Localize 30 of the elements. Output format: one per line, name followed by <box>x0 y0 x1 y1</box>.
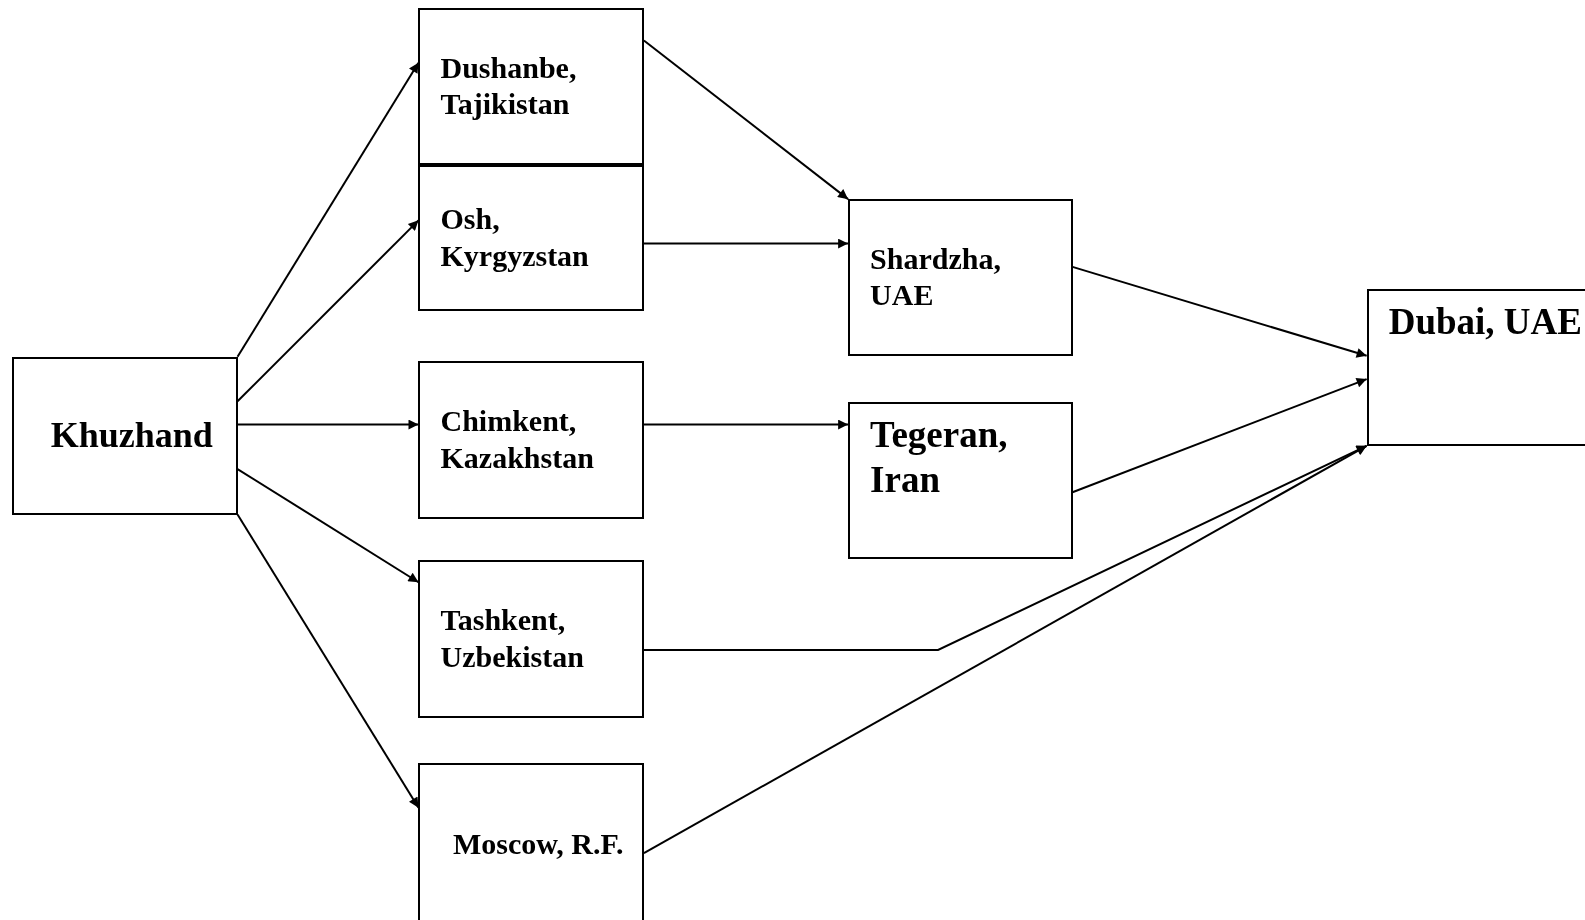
place-box <box>418 8 644 165</box>
arrow <box>642 39 850 201</box>
place-box <box>848 199 1073 356</box>
place-box <box>1366 289 1585 446</box>
arrow <box>642 419 850 430</box>
place-box <box>418 164 644 312</box>
arrow <box>642 444 1368 855</box>
place-name: Moscow, R.F. <box>452 826 624 863</box>
place-box <box>848 402 1073 559</box>
arrow <box>236 468 420 584</box>
arrow <box>642 238 850 249</box>
place-name: Tashkent, Uzbekistan <box>440 602 585 675</box>
place-name: Osh, Kyrgyzstan <box>440 201 590 275</box>
place-box <box>418 560 644 718</box>
place-box <box>418 763 644 920</box>
arrow <box>236 219 420 403</box>
place-box <box>418 360 644 519</box>
place-name: Shardzha, UAE <box>870 240 1002 314</box>
arrow <box>1071 378 1368 494</box>
arrow <box>236 419 420 430</box>
place-name: Dubai, UAE <box>1388 300 1582 345</box>
place-name: Khuzhand <box>50 413 213 457</box>
place-name: Chimkent, Kazakhstan <box>440 403 595 476</box>
arrow <box>236 513 420 809</box>
arrow <box>642 444 1368 651</box>
arrow <box>236 61 420 358</box>
place-name: Tegeran, Iran <box>870 413 1009 503</box>
place-box <box>12 356 238 515</box>
place-name: Dushanbe, Tajikistan <box>440 49 578 123</box>
arrow <box>1071 265 1368 358</box>
